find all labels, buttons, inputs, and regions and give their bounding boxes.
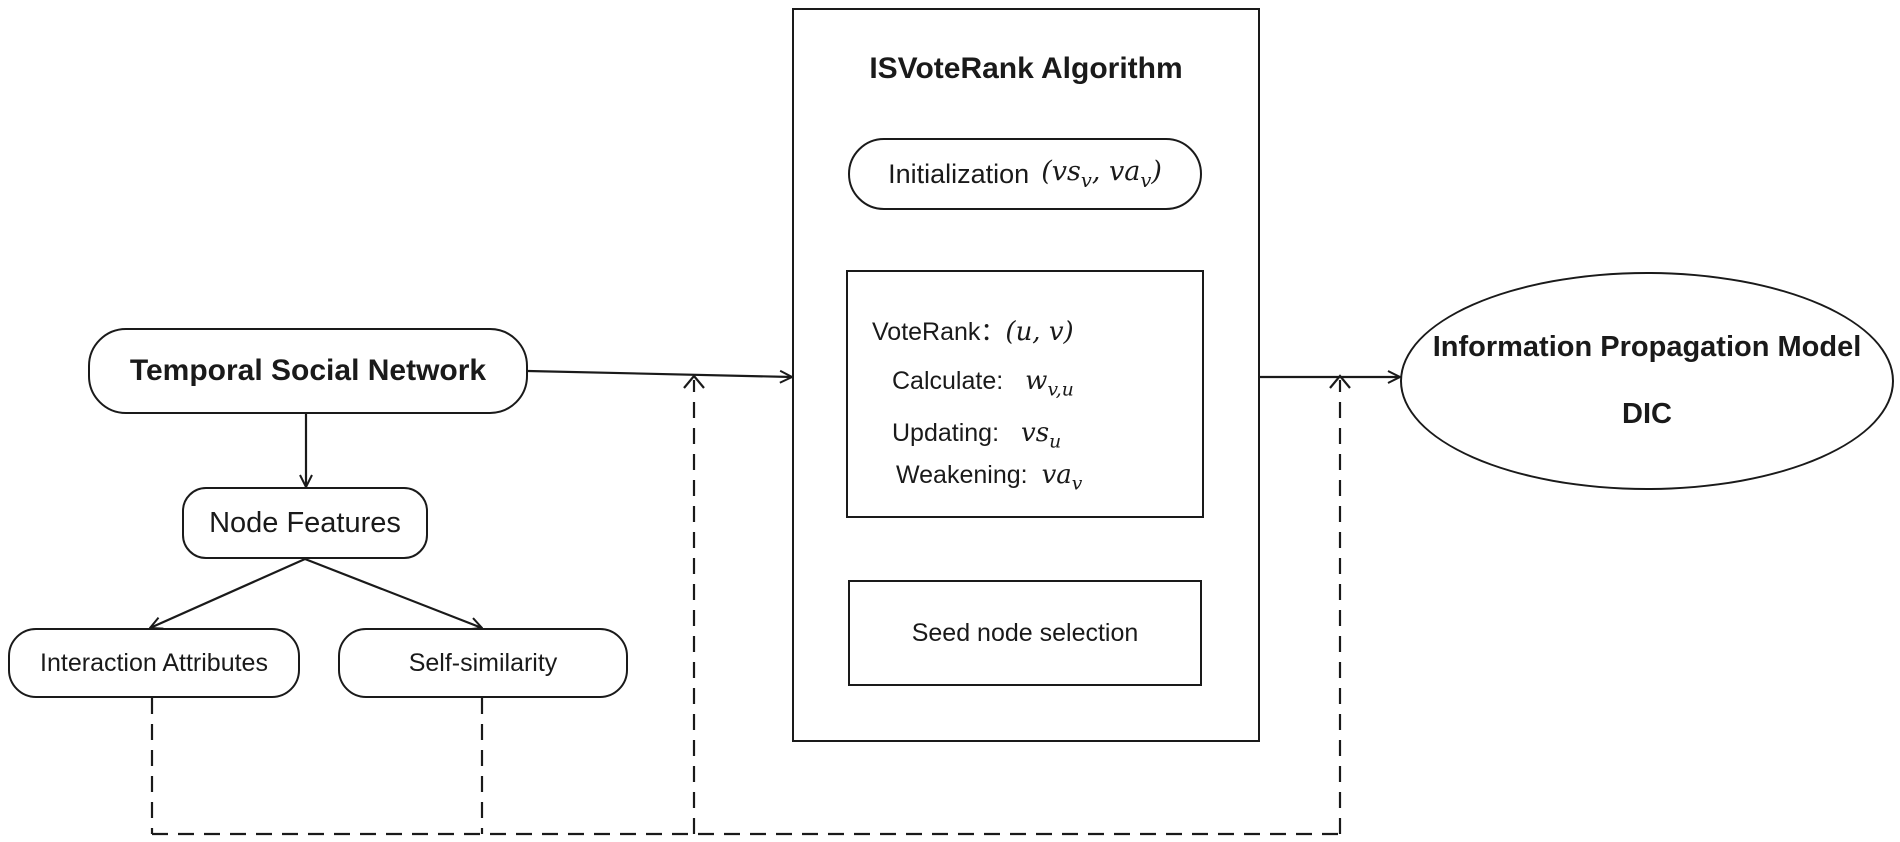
initialization-label: Initialization bbox=[888, 158, 1030, 189]
self-similarity-label: Self-similarity bbox=[408, 648, 558, 677]
algorithm-title: ISVoteRank Algorithm bbox=[869, 52, 1183, 85]
calculate-var-subscript: v,u bbox=[1047, 379, 1074, 401]
voterank-box: VoteRank：(u, v) Calculate: wv,u Updating:… bbox=[846, 270, 1204, 518]
initialization-formula: (vsv, vav) bbox=[1041, 156, 1162, 192]
calculate-var: w bbox=[1025, 366, 1048, 396]
node-features-node: Node Features bbox=[182, 487, 428, 559]
arrow-node-features-to-self-similarity bbox=[304, 557, 482, 628]
interaction-attributes-node: Interaction Attributes bbox=[8, 628, 300, 698]
weakening-label: Weakening: bbox=[896, 461, 1028, 489]
voterank-calculate-row: Calculate: wv,u bbox=[892, 366, 1074, 401]
init-open-paren: ( bbox=[1041, 156, 1052, 188]
init-var-va: va bbox=[1109, 156, 1141, 188]
updating-formula: vsu bbox=[1021, 418, 1061, 453]
updating-label: Updating: bbox=[892, 419, 1000, 447]
model-title: Information Propagation Model bbox=[1432, 331, 1862, 363]
dashed-arrowhead-to-algorithm-input bbox=[683, 374, 705, 389]
interaction-attributes-label: Interaction Attributes bbox=[40, 648, 268, 677]
model-subtitle: DIC bbox=[1622, 398, 1672, 430]
information-propagation-model-node: Information Propagation Model DIC bbox=[1400, 272, 1894, 490]
node-features-label: Node Features bbox=[209, 506, 401, 539]
voterank-weakening-row: Weakening: vav bbox=[896, 460, 1082, 495]
init-close-paren: ) bbox=[1151, 156, 1162, 188]
initialization-node: Initialization (vsv, vav) bbox=[848, 138, 1202, 210]
voterank-heading: VoteRank：(u, v) bbox=[872, 312, 1074, 348]
updating-var: vs bbox=[1021, 418, 1050, 448]
seed-node-selection-node: Seed node selection bbox=[848, 580, 1202, 686]
voterank-label: VoteRank： bbox=[872, 318, 1006, 346]
init-var-vs: vs bbox=[1051, 156, 1081, 188]
temporal-social-network-node: Temporal Social Network bbox=[88, 328, 528, 414]
init-var-va-subscript: v bbox=[1140, 168, 1152, 192]
calculate-formula: wv,u bbox=[1025, 366, 1074, 401]
arrow-tsn-to-algorithm bbox=[527, 371, 792, 377]
voterank-updating-row: Updating: vsu bbox=[892, 418, 1061, 453]
weakening-var-subscript: v bbox=[1071, 473, 1083, 495]
init-var-vs-subscript: v bbox=[1080, 168, 1092, 192]
dashed-feature-links bbox=[150, 380, 1342, 836]
self-similarity-node: Self-similarity bbox=[338, 628, 628, 698]
updating-var-subscript: u bbox=[1049, 431, 1062, 453]
weakening-formula: vav bbox=[1041, 460, 1083, 495]
voterank-pair: (u, v) bbox=[1005, 317, 1074, 347]
weakening-var: va bbox=[1041, 460, 1072, 490]
temporal-social-network-label: Temporal Social Network bbox=[129, 354, 487, 387]
dashed-arrowhead-to-model-input bbox=[1329, 374, 1351, 389]
calculate-label: Calculate: bbox=[892, 367, 1004, 395]
init-separator: , bbox=[1091, 156, 1109, 188]
arrow-node-features-to-interaction bbox=[150, 557, 306, 628]
seed-node-selection-label: Seed node selection bbox=[911, 618, 1139, 647]
